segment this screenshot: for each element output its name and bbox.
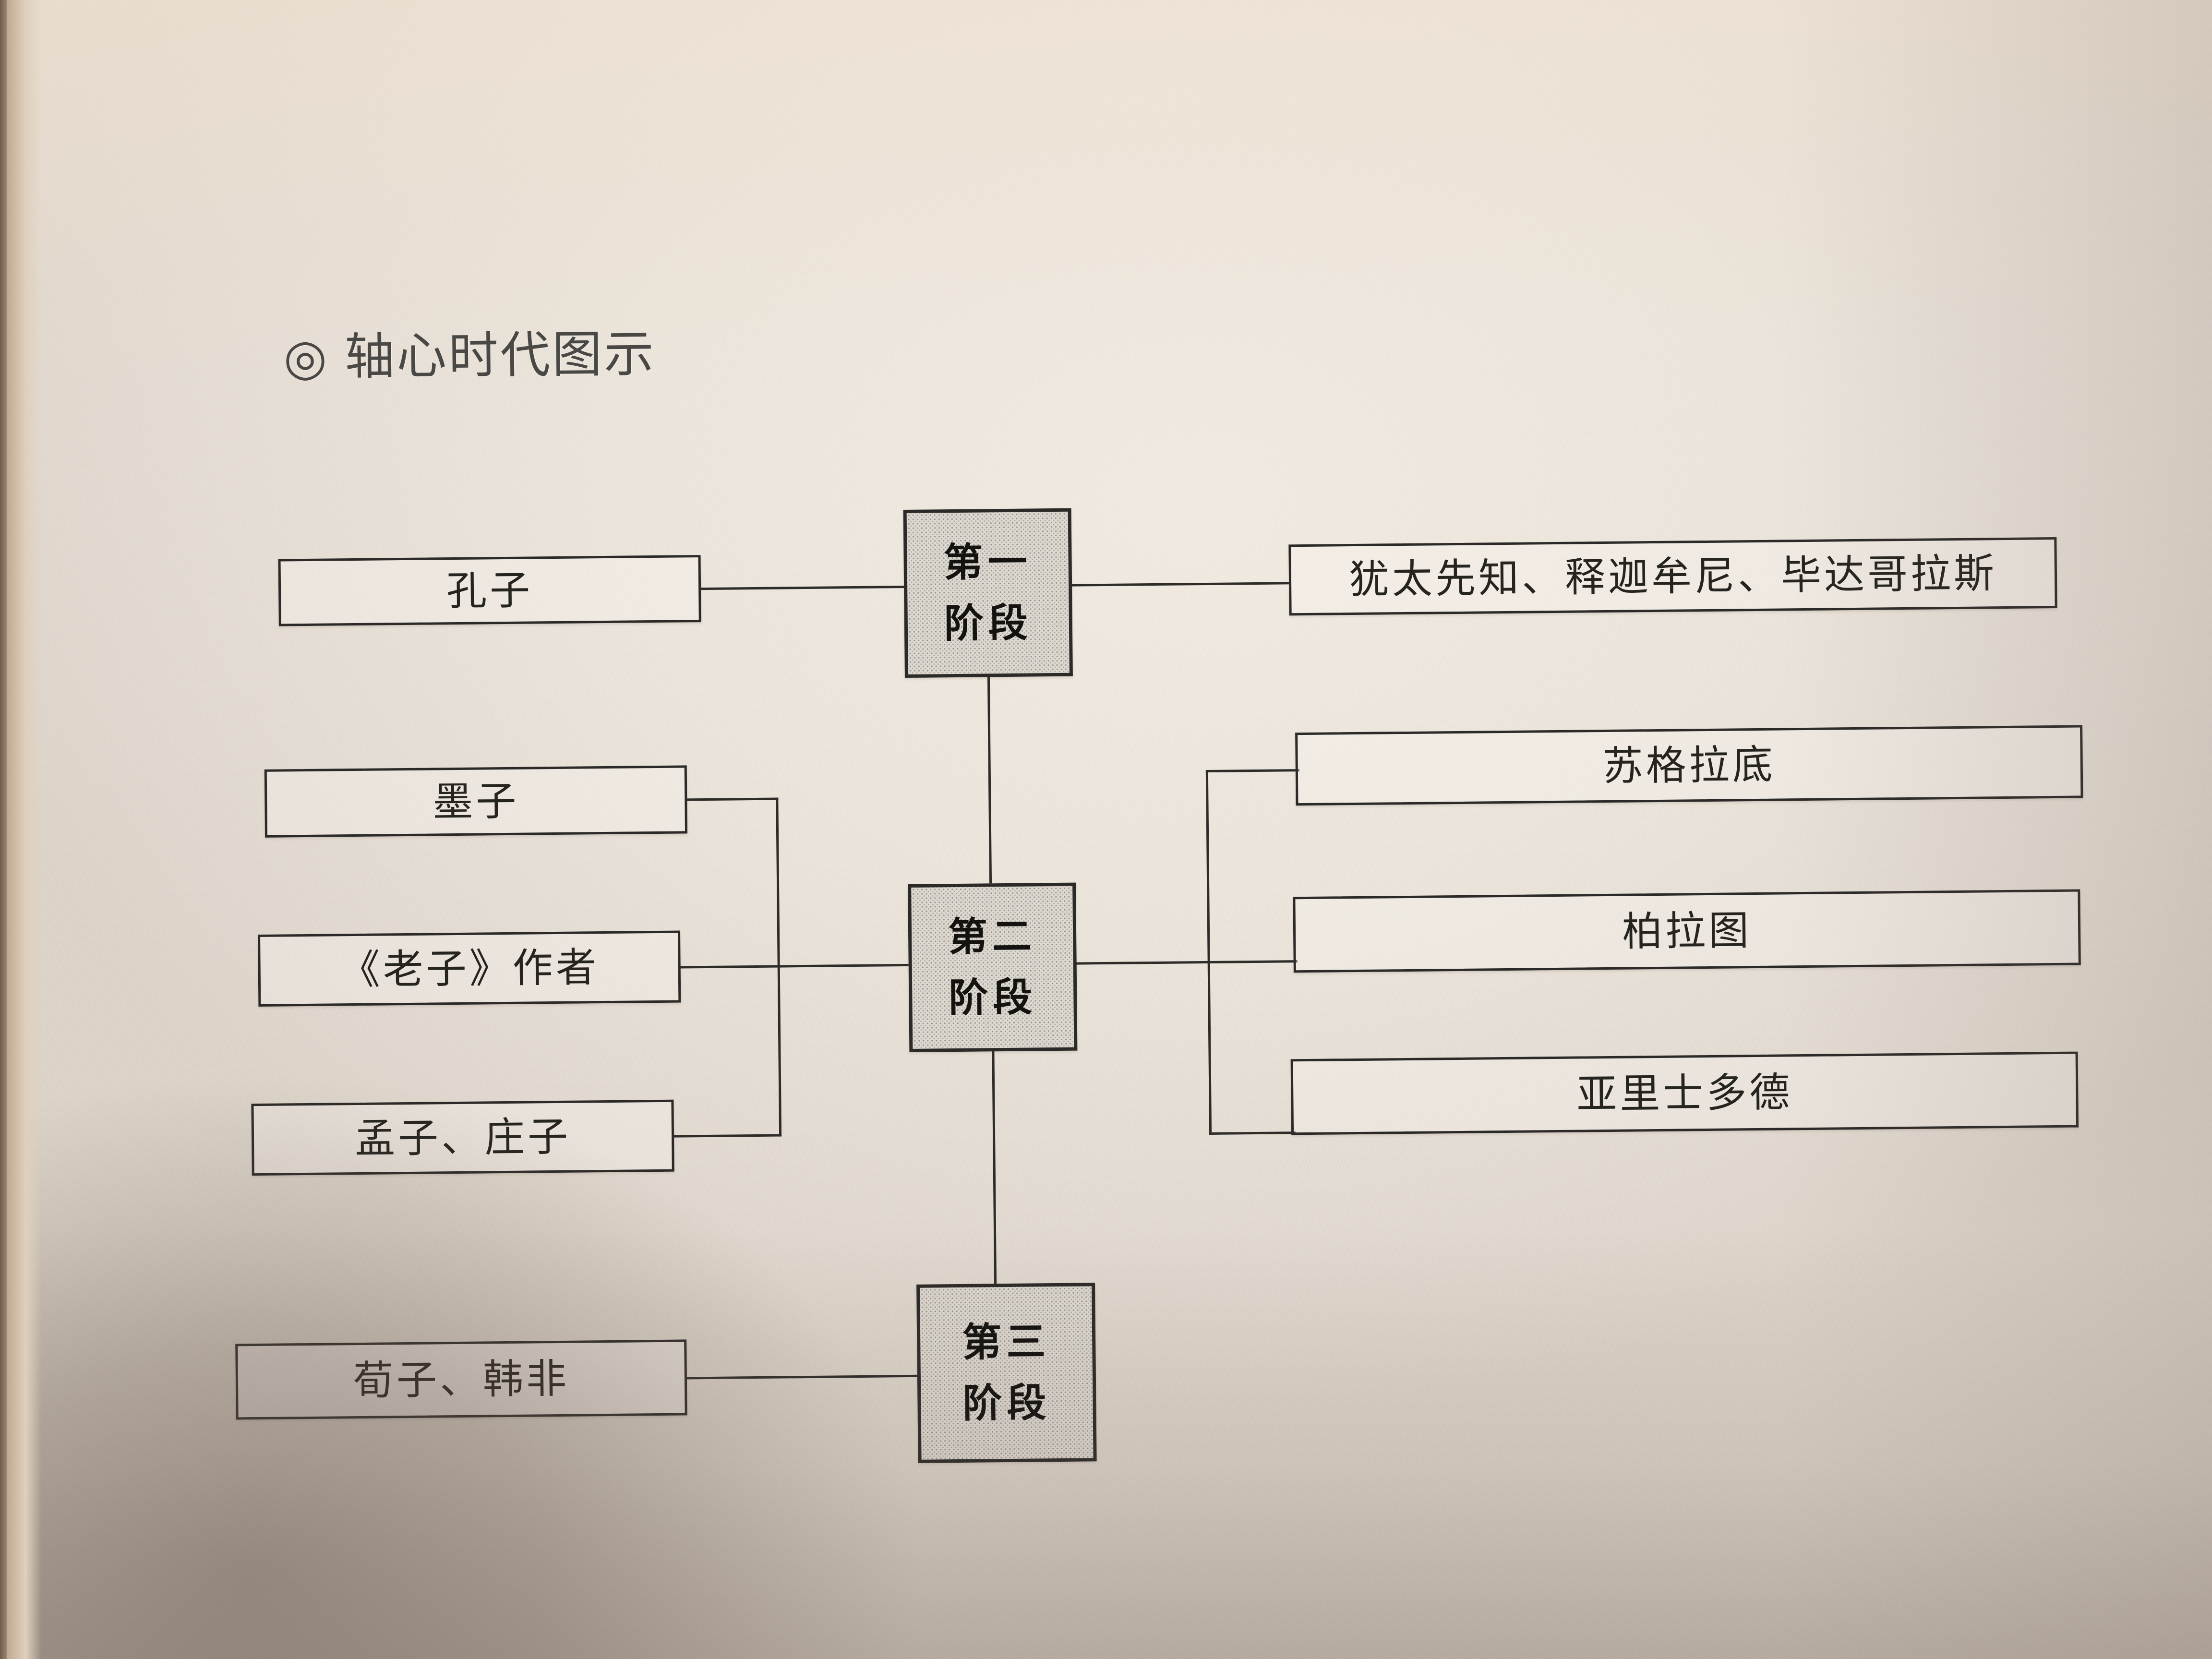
connector-xunhan-to-stage3 [686,1375,922,1380]
connector-mengzhuang-stub [673,1134,781,1138]
connector-stage2-to-stage3 [992,1050,997,1285]
node-west-1-label: 犹太先知、释迦牟尼、毕达哥拉斯 [1349,551,1997,602]
node-mengzi-zhuangzi-label: 孟子、庄子 [355,1114,571,1161]
connector-laozi-stub [680,965,780,969]
page-title: ◎ 轴心时代图示 [283,327,656,385]
connector-kongzi-to-stage1 [700,586,906,590]
connector-right-bus-stage2 [1206,770,1212,1135]
node-stage-1-label: 第一 阶段 [943,531,1033,654]
node-mengzi-zhuangzi: 孟子、庄子 [251,1100,674,1176]
node-stage-2-label: 第二 阶段 [948,906,1037,1029]
connector-stage1-to-west1 [1071,582,1291,586]
connector-stage1-to-stage2 [987,675,992,884]
node-west-1: 犹太先知、释迦牟尼、毕达哥拉斯 [1288,537,2057,615]
connector-stage2-to-rightbus [1076,961,1210,965]
node-kongzi: 孔子 [278,555,701,626]
node-mozi-label: 墨子 [433,779,519,825]
node-kongzi-label: 孔子 [446,567,533,613]
connector-mozi-stub [686,798,778,801]
node-stage-1: 第一 阶段 [903,508,1073,678]
node-aristotle-label: 亚里士多德 [1576,1070,1793,1117]
node-stage-3: 第三 阶段 [916,1283,1097,1463]
node-mozi: 墨子 [264,765,687,837]
node-socrates-label: 苏格拉底 [1602,742,1776,789]
node-plato-label: 柏拉图 [1622,908,1752,954]
node-xunzi-hanfei-label: 荀子、韩非 [353,1356,569,1403]
node-stage-3-label: 第三 阶段 [962,1311,1051,1434]
node-socrates: 苏格拉底 [1295,725,2083,805]
node-laozi-author: 《老子》作者 [258,931,681,1007]
node-aristotle: 亚里士多德 [1291,1052,2079,1135]
connector-leftbus-to-stage2 [778,964,911,968]
node-plato: 柏拉图 [1293,890,2080,973]
node-laozi-author-label: 《老子》作者 [339,945,599,992]
connector-aristotle-stub [1209,1131,1296,1135]
node-stage-2: 第二 阶段 [908,883,1077,1052]
node-xunzi-hanfei: 荀子、韩非 [235,1339,687,1419]
connector-socrates-stub [1206,769,1299,772]
connector-plato-stub [1208,960,1298,963]
